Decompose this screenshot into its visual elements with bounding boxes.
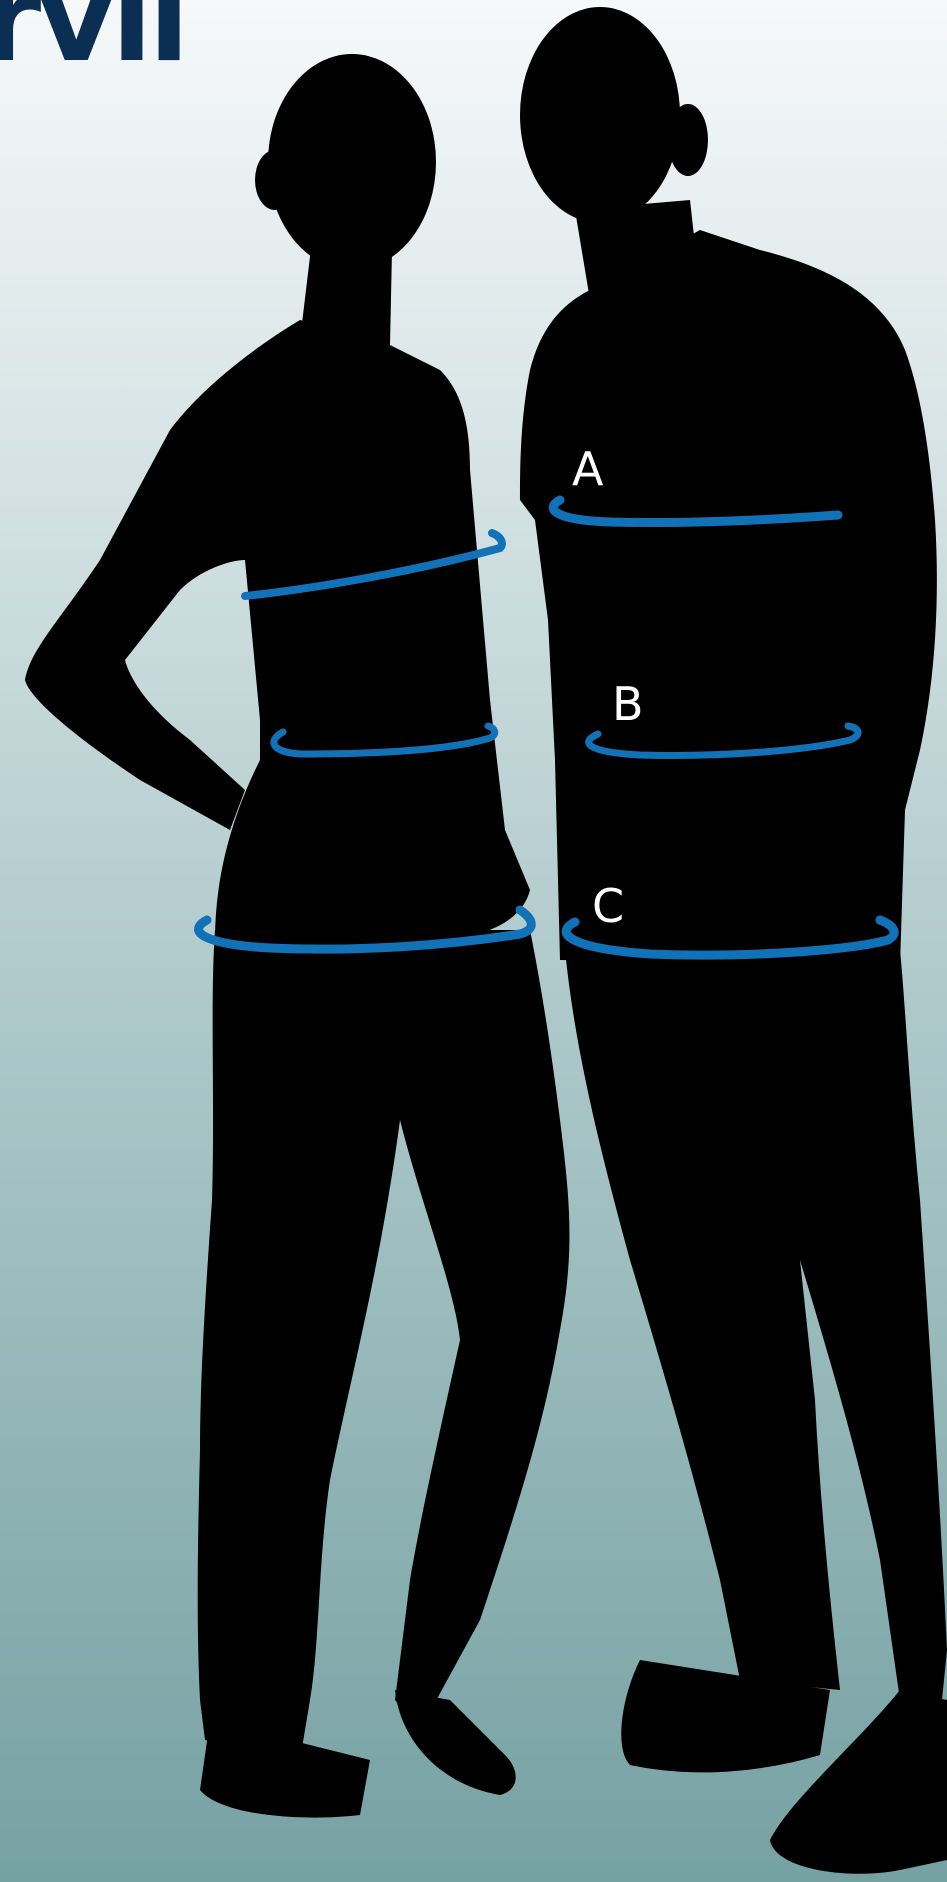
marker-label-a: A: [572, 442, 604, 496]
marker-label-c: C: [592, 879, 624, 933]
marker-label-b: B: [612, 677, 644, 731]
